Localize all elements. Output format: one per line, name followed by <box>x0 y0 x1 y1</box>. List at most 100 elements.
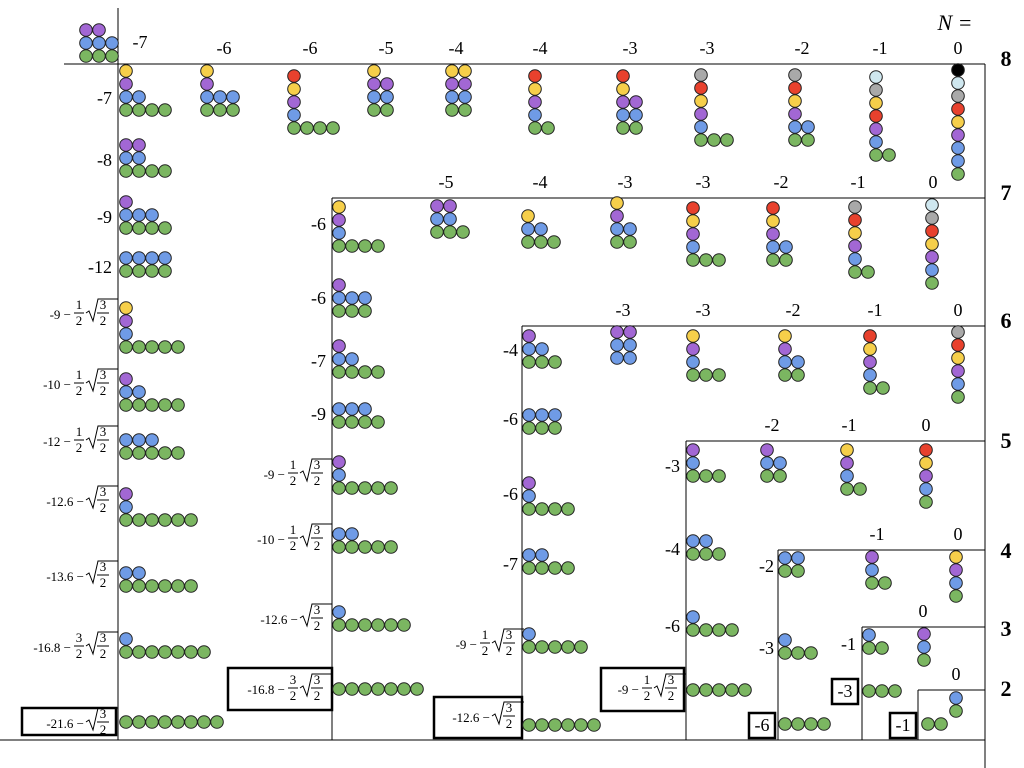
bead <box>345 415 359 429</box>
bead <box>778 368 792 382</box>
bead <box>686 623 700 637</box>
bead <box>458 77 472 91</box>
fraction-denominator: 2 <box>100 383 107 398</box>
bead <box>171 579 185 593</box>
bead <box>686 683 700 697</box>
top-energy-label: 0 <box>954 524 963 544</box>
bead <box>132 90 146 104</box>
coefficient-numerator: 3 <box>76 630 83 645</box>
bead <box>145 513 159 527</box>
coefficient-numerator: 3 <box>290 672 297 687</box>
bead <box>119 221 133 235</box>
bead <box>788 81 802 95</box>
bead <box>712 623 726 637</box>
bead <box>184 579 198 593</box>
bead <box>445 77 459 91</box>
bead <box>145 221 159 235</box>
bead <box>213 90 227 104</box>
bead <box>778 342 792 356</box>
bead <box>623 325 637 339</box>
bead <box>79 49 93 63</box>
bead <box>535 355 549 369</box>
surd-prefix: -21.6 − <box>46 716 84 731</box>
left-energy-label: -7 <box>97 88 112 108</box>
bead <box>430 212 444 226</box>
bead <box>699 547 713 561</box>
bead <box>119 446 133 460</box>
bead <box>949 550 963 564</box>
left-energy-label: -4 <box>503 340 518 360</box>
bead <box>332 365 346 379</box>
radical-sign <box>85 631 118 656</box>
bead <box>132 579 146 593</box>
bead <box>332 540 346 554</box>
bead <box>184 715 198 729</box>
bead <box>548 502 562 516</box>
bead <box>197 715 211 729</box>
bead <box>548 408 562 422</box>
bead <box>561 502 575 516</box>
fraction-denominator: 2 <box>100 440 107 455</box>
bead <box>949 589 963 603</box>
bead <box>367 90 381 104</box>
top-energy-label: -6 <box>303 38 318 58</box>
bead <box>766 214 780 228</box>
bead <box>610 351 624 365</box>
bead <box>863 368 877 382</box>
bead <box>629 95 643 109</box>
bead <box>610 209 624 223</box>
bead <box>119 90 133 104</box>
bead <box>119 314 133 328</box>
bead <box>132 164 146 178</box>
left-energy-label: -12 <box>88 257 112 277</box>
top-energy-label: -1 <box>842 415 857 435</box>
bead <box>616 82 630 96</box>
bead <box>561 640 575 654</box>
bead <box>345 540 359 554</box>
bead <box>119 566 133 580</box>
bead <box>119 264 133 278</box>
bead <box>840 443 854 457</box>
fraction-numerator: 3 <box>100 367 107 382</box>
bead <box>119 645 133 659</box>
top-energy-label: -3 <box>696 172 711 192</box>
bead <box>119 372 133 386</box>
bead <box>848 239 862 253</box>
bead <box>384 682 398 696</box>
surd-prefix: -16.8 − <box>33 640 71 655</box>
bead <box>410 682 424 696</box>
bead <box>574 640 588 654</box>
bead <box>848 200 862 214</box>
bead <box>861 265 875 279</box>
bead <box>951 115 965 129</box>
bead <box>686 534 700 548</box>
bead <box>371 239 385 253</box>
bead <box>875 641 889 655</box>
bead <box>534 235 548 249</box>
bead <box>535 640 549 654</box>
bead <box>345 402 359 416</box>
bead <box>876 381 890 395</box>
top-energy-label: 0 <box>922 415 931 435</box>
bead <box>869 83 883 97</box>
bead <box>332 213 346 227</box>
surd-prefix: -9 − <box>50 307 71 322</box>
bead <box>367 64 381 78</box>
bead <box>773 456 787 470</box>
ground-state-box-n3 <box>830 677 860 706</box>
bead <box>686 443 700 457</box>
bead <box>458 103 472 117</box>
bead <box>699 534 713 548</box>
surd-prefix: -10 − <box>43 377 71 392</box>
fraction-numerator: 3 <box>314 602 321 617</box>
top-energy-label: -5 <box>439 172 454 192</box>
bead <box>445 64 459 78</box>
bead <box>699 683 713 697</box>
bead <box>119 487 133 501</box>
bead <box>548 355 562 369</box>
bead <box>119 715 133 729</box>
fraction-denominator: 2 <box>668 688 675 703</box>
bead <box>848 213 862 227</box>
